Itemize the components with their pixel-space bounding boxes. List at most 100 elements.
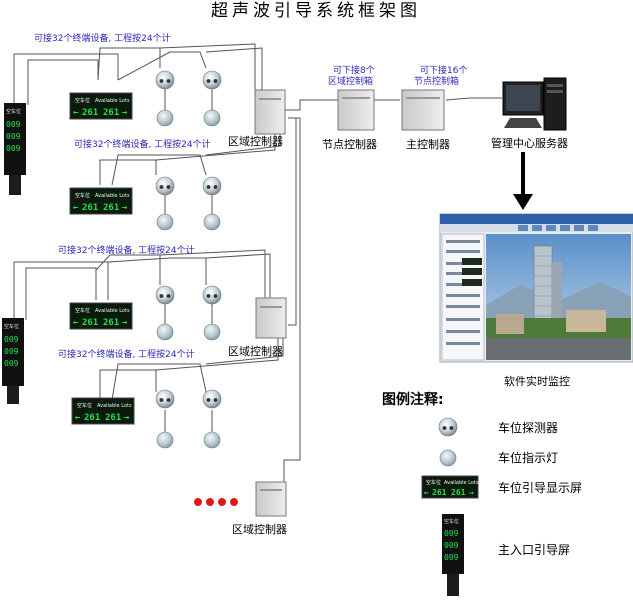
legend-item-entrance: 主入口引导屏 bbox=[498, 543, 570, 557]
display-header-en: Available Lots bbox=[95, 193, 130, 199]
diagram-title: 超声波引导系统框架图 bbox=[211, 1, 421, 21]
indicator-light-icon bbox=[203, 323, 221, 341]
legend-title: 图例注释: bbox=[382, 391, 444, 408]
display-header-en: Available Lots bbox=[95, 308, 130, 314]
svg-text:←: ← bbox=[73, 203, 79, 213]
guide-display-3: 空车位 Available Lots ← 261 261 → bbox=[69, 302, 133, 330]
indicator-light-icon bbox=[156, 431, 174, 449]
svg-text:→: → bbox=[122, 108, 128, 118]
node-controller-label: 节点控制器 bbox=[322, 137, 377, 151]
display-header-en: Available Lots bbox=[97, 403, 132, 409]
node-controller: 可下接8个 区域控制箱 节点控制器 bbox=[322, 64, 377, 151]
entrance-header: 空车位 bbox=[6, 108, 21, 115]
zone-controller-1: 区域控制器 bbox=[228, 89, 286, 148]
legend: 图例注释: 车位探测器 车位指示灯 空车位 Available Lots ← 2… bbox=[382, 391, 582, 596]
down-arrow-icon bbox=[513, 152, 533, 210]
sensor-group-4: 可接32个终端设备, 工程按24个计 空车位 Available Lots ← … bbox=[58, 348, 222, 449]
display-header-cn: 空车位 bbox=[75, 307, 90, 314]
software-monitor-screenshot bbox=[439, 213, 633, 363]
more-indicator-dots bbox=[194, 498, 238, 506]
display-count-left: 261 bbox=[82, 318, 98, 328]
zone-controller-label-1: 区域控制器 bbox=[228, 134, 283, 148]
detector-icon bbox=[438, 417, 458, 437]
svg-text:→: → bbox=[122, 318, 128, 328]
main-controller-label: 主控制器 bbox=[406, 137, 450, 151]
display-header-cn: 空车位 bbox=[77, 402, 92, 409]
display-count-right: 261 bbox=[103, 203, 119, 213]
terminal-note-3: 可接32个终端设备, 工程按24个计 bbox=[58, 244, 195, 256]
main-controller: 可下接16个 节点控制箱 主控制器 bbox=[401, 64, 467, 151]
server-computer-icon: 管理中心服务器 bbox=[491, 77, 568, 150]
detector-icon bbox=[155, 176, 175, 196]
display-count-left: 261 bbox=[84, 413, 100, 423]
entrance-count-3: 009 bbox=[6, 144, 21, 153]
entrance-header: 空车位 bbox=[4, 323, 19, 330]
svg-text:→: → bbox=[124, 413, 130, 423]
indicator-light-icon bbox=[156, 323, 174, 341]
svg-text:←: ← bbox=[75, 413, 81, 423]
entrance-screen-2: 空车位 009 009 009 bbox=[2, 318, 24, 404]
wiring bbox=[13, 43, 502, 488]
display-count-left: 261 bbox=[82, 108, 98, 118]
server-label: 管理中心服务器 bbox=[491, 136, 568, 150]
entrance-count-3: 009 bbox=[444, 553, 459, 562]
indicator-light-icon bbox=[203, 109, 221, 127]
detector-icon bbox=[202, 176, 222, 196]
indicator-light-icon bbox=[203, 213, 221, 231]
display-header-en: Available Lots bbox=[444, 480, 479, 486]
display-count-right: 261 bbox=[103, 108, 119, 118]
detector-icon bbox=[202, 389, 222, 409]
zone-controller-2: 区域控制器 bbox=[228, 297, 287, 358]
main-note-line1: 可下接16个 bbox=[420, 64, 467, 76]
detector-icon bbox=[155, 389, 175, 409]
entrance-count-2: 009 bbox=[4, 347, 19, 356]
node-note-line1: 可下接8个 bbox=[333, 64, 375, 76]
svg-text:←: ← bbox=[73, 318, 79, 328]
detector-icon bbox=[202, 285, 222, 305]
display-header-cn: 空车位 bbox=[75, 97, 90, 104]
entrance-header: 空车位 bbox=[444, 518, 459, 525]
entrance-screen-1: 空车位 009 009 009 bbox=[4, 103, 26, 195]
legend-item-indicator: 车位指示灯 bbox=[498, 450, 558, 465]
sensor-group-1: 可接32个终端设备, 工程按24个计 空车位 Available Lots ← … bbox=[34, 32, 222, 127]
zone-controller-3: 区域控制器 bbox=[232, 481, 287, 536]
display-count-right: 261 bbox=[451, 488, 466, 497]
main-note-line2: 节点控制箱 bbox=[414, 75, 459, 87]
indicator-light-icon bbox=[439, 449, 457, 467]
svg-text:←: ← bbox=[73, 108, 79, 118]
detector-icon bbox=[155, 70, 175, 90]
terminal-note-2: 可接32个终端设备, 工程按24个计 bbox=[74, 138, 211, 150]
zone-controller-label-3: 区域控制器 bbox=[232, 522, 287, 536]
guide-display-icon: 空车位 Available Lots ← 261 261 → bbox=[421, 475, 479, 499]
display-header-cn: 空车位 bbox=[426, 479, 441, 486]
display-count-left: 261 bbox=[432, 488, 447, 497]
terminal-note-1: 可接32个终端设备, 工程按24个计 bbox=[34, 32, 171, 44]
indicator-light-icon bbox=[156, 213, 174, 231]
svg-text:→: → bbox=[122, 203, 128, 213]
svg-text:→: → bbox=[469, 488, 474, 497]
entrance-count-1: 009 bbox=[4, 335, 19, 344]
legend-item-display: 车位引导显示屏 bbox=[498, 480, 582, 495]
entrance-count-1: 009 bbox=[444, 529, 459, 538]
display-count-left: 261 bbox=[82, 203, 98, 213]
legend-item-detector: 车位探测器 bbox=[498, 420, 558, 435]
zone-controller-label-2: 区域控制器 bbox=[228, 344, 283, 358]
entrance-count-2: 009 bbox=[444, 541, 459, 550]
indicator-light-icon bbox=[203, 431, 221, 449]
sensor-group-2: 可接32个终端设备, 工程按24个计 空车位 Available Lots ← … bbox=[69, 138, 222, 231]
indicator-light-icon bbox=[156, 109, 174, 127]
display-count-right: 261 bbox=[105, 413, 121, 423]
display-header-en: Available Lots bbox=[95, 98, 130, 104]
entrance-count-1: 009 bbox=[6, 120, 21, 129]
svg-text:←: ← bbox=[424, 488, 429, 497]
display-header-cn: 空车位 bbox=[75, 192, 90, 199]
entrance-count-3: 009 bbox=[4, 359, 19, 368]
detector-icon bbox=[155, 285, 175, 305]
terminal-note-4: 可接32个终端设备, 工程按24个计 bbox=[58, 348, 195, 360]
software-monitor-label: 软件实时监控 bbox=[504, 374, 570, 388]
detector-icon bbox=[202, 70, 222, 90]
guide-display-4: 空车位 Available Lots ← 261 261 → bbox=[71, 397, 135, 425]
entrance-count-2: 009 bbox=[6, 132, 21, 141]
guide-display-2: 空车位 Available Lots ← 261 261 → bbox=[69, 187, 133, 215]
